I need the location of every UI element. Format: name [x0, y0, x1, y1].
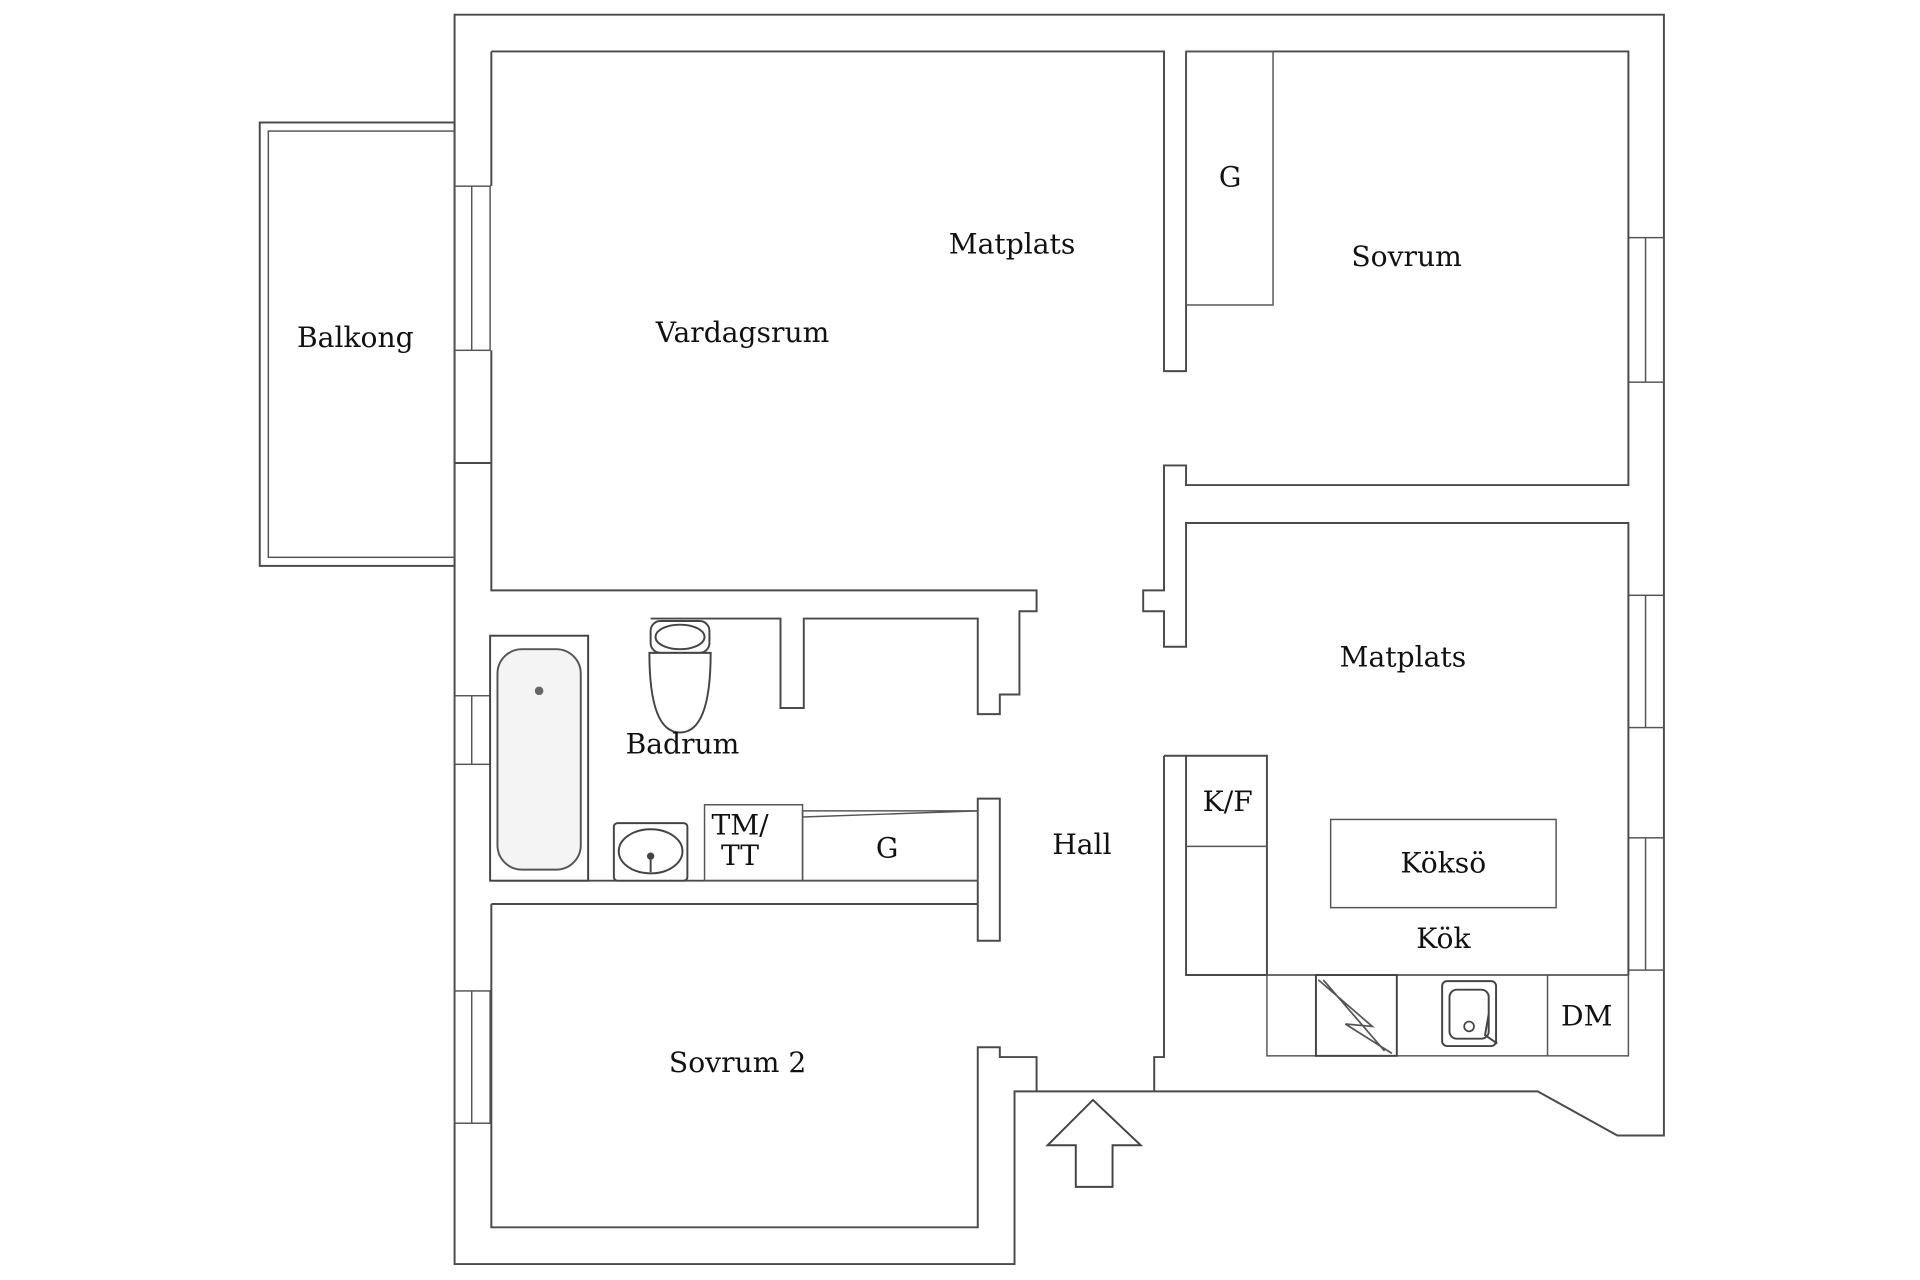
living-room-wall — [454, 50, 1188, 716]
label-sovrum2: Sovrum 2 — [669, 1046, 806, 1079]
label-kokso: Köksö — [1401, 846, 1487, 879]
bathtub-icon — [489, 634, 590, 882]
washbasin-icon — [612, 822, 689, 882]
toilet-icon — [648, 620, 712, 734]
kitchen-island — [1329, 818, 1557, 909]
label-garderob-top: G — [1219, 160, 1242, 193]
label-garderob-bath: G — [876, 832, 899, 865]
label-tt: TT — [721, 839, 759, 872]
stove-icon — [1314, 974, 1398, 1057]
entrance-arrow-icon — [1045, 1098, 1144, 1188]
bathroom-fixtures — [703, 804, 979, 882]
wardrobe-top — [1185, 50, 1274, 306]
label-matplats-kitchen: Matplats — [1340, 640, 1467, 673]
label-balkong: Balkong — [297, 321, 414, 354]
label-hall: Hall — [1052, 828, 1111, 861]
label-matplats-top: Matplats — [949, 228, 1076, 261]
label-sovrum: Sovrum — [1351, 240, 1461, 273]
kitchen-area — [1153, 754, 1630, 1092]
label-kok: Kök — [1416, 922, 1471, 955]
label-dm: DM — [1561, 999, 1612, 1032]
label-vardagsrum: Vardagsrum — [655, 316, 830, 349]
windows — [453, 185, 1665, 1124]
label-tm: TM/ — [712, 808, 770, 841]
bedroom-wall — [1142, 50, 1630, 976]
kitchen-sink-icon — [1441, 980, 1498, 1048]
label-badrum: Badrum — [626, 727, 740, 760]
outer-wall — [453, 13, 1665, 1266]
label-kf: K/F — [1203, 785, 1253, 818]
